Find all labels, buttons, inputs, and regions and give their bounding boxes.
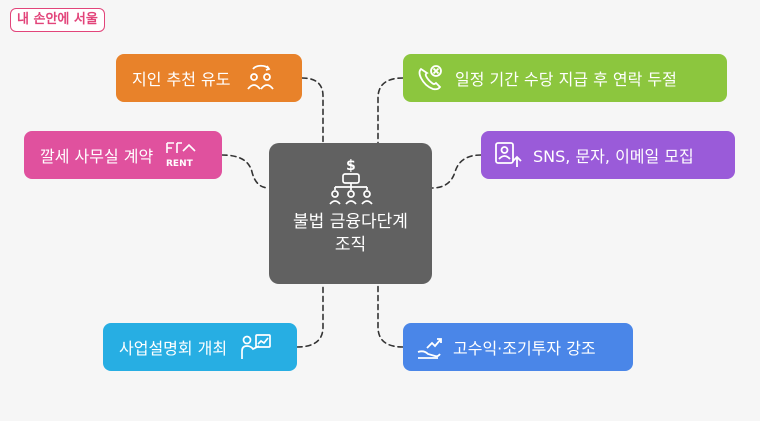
node-acquaintance: 지인 추천 유도: [116, 54, 302, 102]
rent-sign-icon: RENT: [166, 142, 196, 169]
node-label: SNS, 문자, 이메일 모집: [533, 147, 694, 166]
brand-logo: 내 손안에 서울: [10, 8, 105, 32]
presenter-chart-icon: [241, 334, 271, 359]
node-recruit: SNS, 문자, 이메일 모집: [481, 131, 735, 179]
connector-seminar: [296, 283, 324, 348]
phone-cancel-icon: [418, 65, 442, 91]
connector-acquaintance: [301, 77, 324, 144]
node-label: 깔세 사무실 계약: [40, 147, 154, 166]
node-label: 지인 추천 유도: [132, 70, 231, 89]
node-office: 깔세 사무실 계약 RENT: [24, 131, 222, 179]
center-title: 불법 금융다단계 조직: [293, 212, 408, 255]
people-refresh-icon: [246, 64, 274, 90]
hierarchy-dollar-icon: $: [328, 158, 373, 205]
svg-text:$: $: [346, 158, 356, 174]
connector-recruit: [431, 154, 482, 189]
node-seminar: 사업설명회 개최: [103, 323, 297, 371]
node-returns: 고수익·조기투자 강조: [403, 323, 633, 371]
connector-office: [221, 154, 270, 189]
connector-payout: [377, 77, 404, 144]
connector-returns: [377, 283, 404, 348]
svg-text:RENT: RENT: [166, 159, 194, 169]
node-label: 사업설명회 개최: [119, 339, 228, 358]
node-label: 고수익·조기투자 강조: [453, 339, 596, 358]
center-node: $ 불법 금융다단계 조직: [269, 143, 432, 284]
node-label: 일정 기간 수당 지급 후 연락 두절: [455, 70, 677, 89]
profile-upload-icon: [495, 142, 522, 167]
money-growth-icon: [417, 338, 442, 359]
node-payout: 일정 기간 수당 지급 후 연락 두절: [403, 54, 727, 102]
